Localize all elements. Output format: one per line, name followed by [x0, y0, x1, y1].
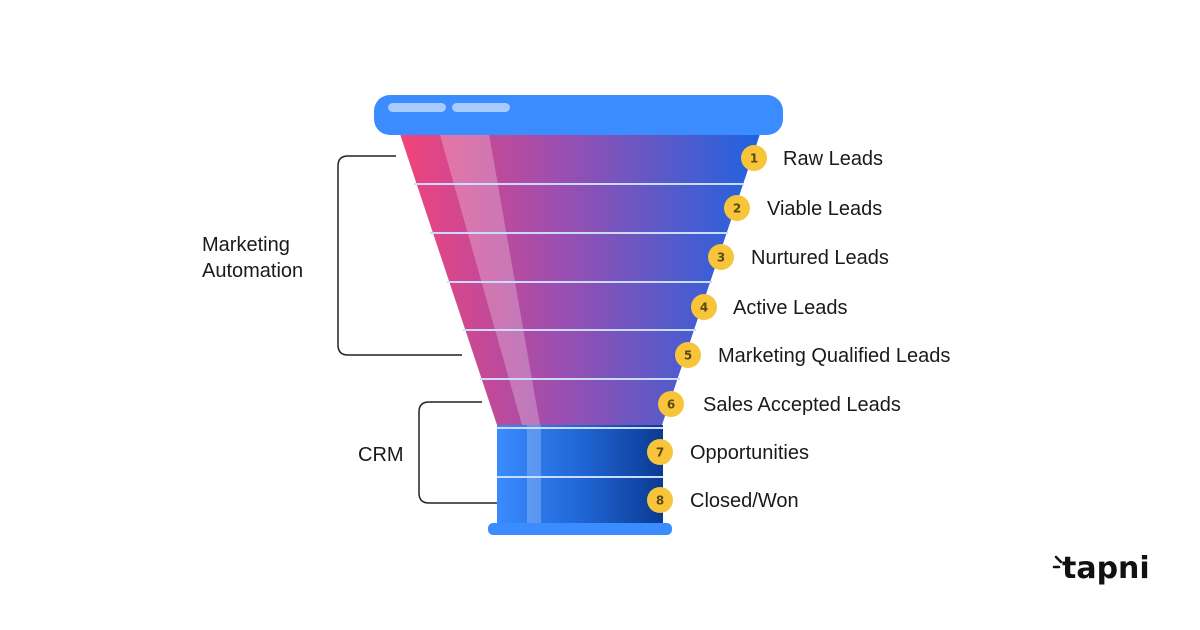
- stage-number: 7: [656, 446, 664, 460]
- stage-badge: [658, 391, 684, 417]
- stage-label: Marketing Qualified Leads: [718, 345, 950, 367]
- stage-badge: [647, 439, 673, 465]
- stage-badge: [741, 145, 767, 171]
- stage-badge: [724, 195, 750, 221]
- stage-number: 3: [717, 251, 725, 265]
- stage-badge: [708, 244, 734, 270]
- stage-2: 2 Viable Leads: [724, 195, 882, 221]
- logo-spark-icon: [1052, 555, 1063, 569]
- rim-highlight-1: [388, 103, 446, 112]
- marketing-automation-label-line2: Automation: [202, 260, 303, 282]
- crm-bracket: [418, 401, 497, 504]
- stage-8: 8 Closed/Won: [647, 487, 799, 513]
- stage-label: Viable Leads: [767, 198, 882, 220]
- stage-7: 7 Opportunities: [647, 439, 809, 465]
- rim-highlight-2: [452, 103, 510, 112]
- stage-5: 5 Marketing Qualified Leads: [675, 342, 950, 368]
- stage-number: 2: [733, 202, 741, 216]
- funnel-base: [488, 523, 672, 535]
- marketing-automation-label: Marketing: [202, 234, 290, 256]
- stage-label: Opportunities: [690, 442, 809, 464]
- stage-1: 1 Raw Leads: [741, 145, 883, 171]
- crm-label: CRM: [358, 444, 404, 466]
- funnel-cone: [398, 128, 762, 425]
- stage-3: 3 Nurtured Leads: [708, 244, 889, 270]
- stage-badge: [675, 342, 701, 368]
- stage-6: 6 Sales Accepted Leads: [658, 391, 901, 417]
- crm-highlight: [527, 425, 541, 525]
- stage-label: Raw Leads: [783, 148, 883, 170]
- stage-label: Active Leads: [733, 297, 848, 319]
- stage-dividers: [414, 183, 744, 478]
- stage-label: Nurtured Leads: [751, 247, 889, 269]
- stage-badge: [647, 487, 673, 513]
- stage-number: 6: [667, 398, 675, 412]
- stage-number: 5: [684, 349, 692, 363]
- crm-cylinder: [497, 425, 663, 525]
- stage-number: 8: [656, 494, 664, 508]
- stage-label: Sales Accepted Leads: [703, 394, 901, 416]
- logo-text: tapni: [1062, 551, 1150, 586]
- funnel-highlight: [438, 128, 540, 425]
- funnel-rim: [374, 95, 783, 135]
- stage-label: Closed/Won: [690, 490, 799, 512]
- stage-badge: [691, 294, 717, 320]
- stage-number: 1: [750, 152, 758, 166]
- tapni-logo: tapni: [1052, 551, 1150, 586]
- stage-4: 4 Active Leads: [691, 294, 848, 320]
- stage-number: 4: [700, 301, 708, 315]
- marketing-automation-bracket: [337, 155, 462, 356]
